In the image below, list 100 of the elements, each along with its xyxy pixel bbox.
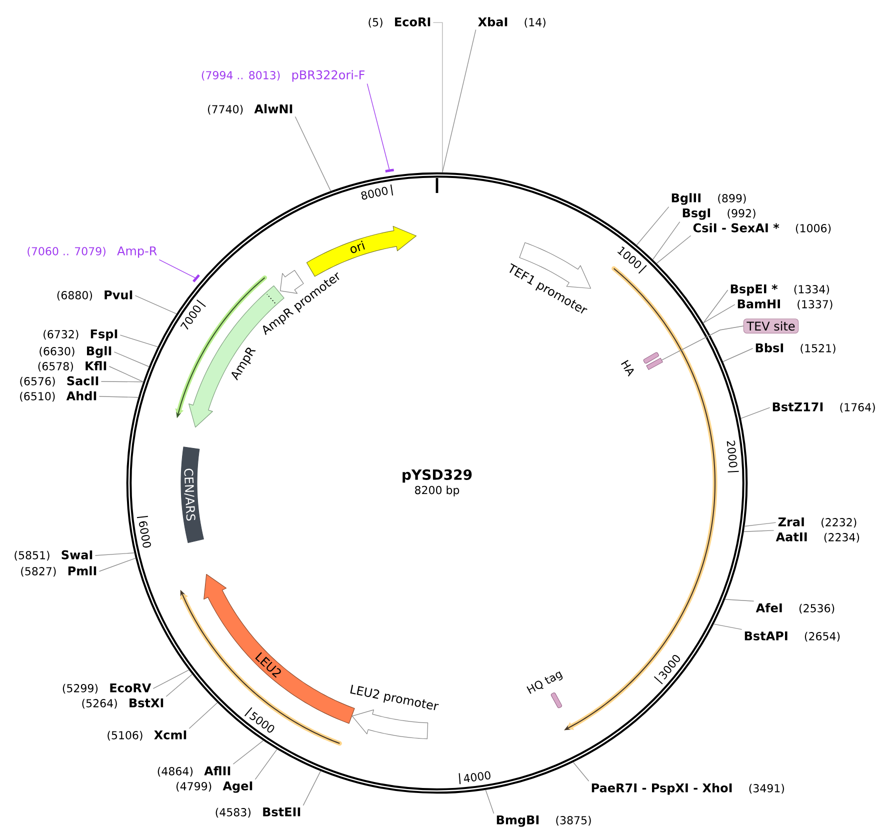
leader-line <box>744 522 776 527</box>
leader-line <box>744 530 774 532</box>
leader-line <box>114 352 150 367</box>
enzyme-name: BsgI <box>682 208 710 220</box>
leader-line <box>485 790 494 814</box>
enzyme-name: AfeI <box>756 603 782 612</box>
leader-line <box>158 259 196 278</box>
enzyme-name: AflII <box>204 766 230 776</box>
cut-position: (6880) <box>57 290 92 301</box>
leader-line <box>432 22 443 173</box>
leader-line <box>152 670 190 689</box>
cut-position: (6576) <box>20 376 55 387</box>
enzyme-name: KflI <box>86 361 106 370</box>
primer-position: (7060 .. 7079) <box>28 246 106 257</box>
cut-position: (1521) <box>800 344 836 354</box>
enzyme-name: CsiI - SexAI * <box>693 223 780 232</box>
cut-position: (5) <box>368 18 382 28</box>
cut-position: (2234) <box>824 532 860 543</box>
enzyme-name: BglII <box>672 193 700 205</box>
tick-label: 8000 <box>361 186 388 200</box>
plasmid-name: pYSD329 <box>402 469 472 483</box>
cut-position: (6578) <box>38 362 73 372</box>
cut-position: (4799) <box>176 782 212 792</box>
enzyme-name: BamHI <box>738 299 780 308</box>
enzyme-name: BstZ17I <box>772 402 823 412</box>
cut-position: (5851) <box>14 550 50 561</box>
leader-line <box>302 770 321 806</box>
primer-mark <box>192 274 200 282</box>
enzyme-name: BstEII <box>263 807 300 816</box>
enzyme-name: AgeI <box>222 781 252 793</box>
leader-line <box>740 407 770 419</box>
enzyme-name: SwaI <box>62 550 92 560</box>
enzyme-name: BmgBI <box>496 815 539 827</box>
leader-line <box>366 83 390 170</box>
enzyme-name: SacII <box>67 376 98 386</box>
leader-line <box>656 235 692 264</box>
cut-position: (5106) <box>108 730 142 741</box>
cut-position: (2232) <box>822 518 856 528</box>
cut-position: (1006) <box>796 224 831 234</box>
enzyme-name: BspEI * <box>730 284 778 296</box>
cut-position: (2654) <box>804 632 840 642</box>
leader-line <box>98 558 136 572</box>
enzyme-name: FspI <box>90 329 118 341</box>
leader-line <box>294 116 332 192</box>
primer-name: pBR322ori-F <box>292 70 365 82</box>
cut-position: (899) <box>718 194 746 204</box>
cut-position: (5827) <box>21 566 56 577</box>
enzyme-name: BstXI <box>130 698 164 708</box>
feature-tag: TEV site <box>743 318 799 334</box>
tick-label: 4000 <box>464 771 490 782</box>
leader-line <box>94 552 135 556</box>
leader-line <box>572 762 590 782</box>
leader-line <box>100 381 144 382</box>
enzyme-name: BbsI <box>756 343 784 352</box>
leader-line <box>188 702 218 729</box>
primer-position: (7994 .. 8013) <box>202 70 280 81</box>
leader-line <box>98 396 139 398</box>
enzyme-name: EcoRV <box>110 683 152 692</box>
leader-line <box>442 29 476 173</box>
cut-position: (6732) <box>44 330 78 340</box>
leader-line <box>714 624 742 630</box>
leader-line <box>662 326 744 360</box>
cut-position: (992) <box>728 208 756 219</box>
feature-label: HA <box>621 360 634 377</box>
cut-position: (3491) <box>749 784 784 794</box>
enzyme-name: XbaI <box>478 17 508 26</box>
cut-position: (5299) <box>62 684 98 694</box>
cut-position: (1334) <box>794 284 830 295</box>
feature-band: CEN/ARS <box>180 446 204 544</box>
cut-position: (1764) <box>840 402 875 413</box>
tick-label: 2000 <box>726 440 738 468</box>
cut-position: (4864) <box>158 766 193 777</box>
feature-label: HQ tag <box>526 671 563 694</box>
primer-name: Amp-R <box>117 246 157 258</box>
enzyme-name: BglI <box>86 346 112 358</box>
cut-position: (6630) <box>40 346 74 357</box>
enzyme-name: PaeR7I - PspXI - XhoI <box>592 783 732 795</box>
leader-line <box>166 674 193 697</box>
tick-label: 6000 <box>139 521 151 548</box>
leader-line <box>702 290 728 324</box>
enzyme-name: PvuI <box>104 290 132 300</box>
cut-position: (14) <box>524 18 546 28</box>
leader-line <box>232 740 264 764</box>
cut-position: (6510) <box>20 392 55 402</box>
cut-position: (2536) <box>799 604 834 614</box>
cut-position: (5264) <box>82 698 117 709</box>
cut-position: (4583) <box>216 808 250 818</box>
cut-position: (3875) <box>556 816 591 826</box>
enzyme-name: ZraI <box>778 517 804 526</box>
leader-line <box>702 304 736 324</box>
leader-line <box>724 599 754 602</box>
leader-line <box>134 295 177 314</box>
leader-line <box>254 748 278 780</box>
leader-line <box>120 334 158 348</box>
enzyme-name: AatII <box>776 532 807 542</box>
cut-position: (7740) <box>208 104 243 115</box>
primer-mark <box>385 168 394 172</box>
enzyme-name: AlwNI <box>254 104 292 114</box>
leader-line <box>722 348 754 362</box>
enzyme-name: EcoRI <box>395 17 430 26</box>
